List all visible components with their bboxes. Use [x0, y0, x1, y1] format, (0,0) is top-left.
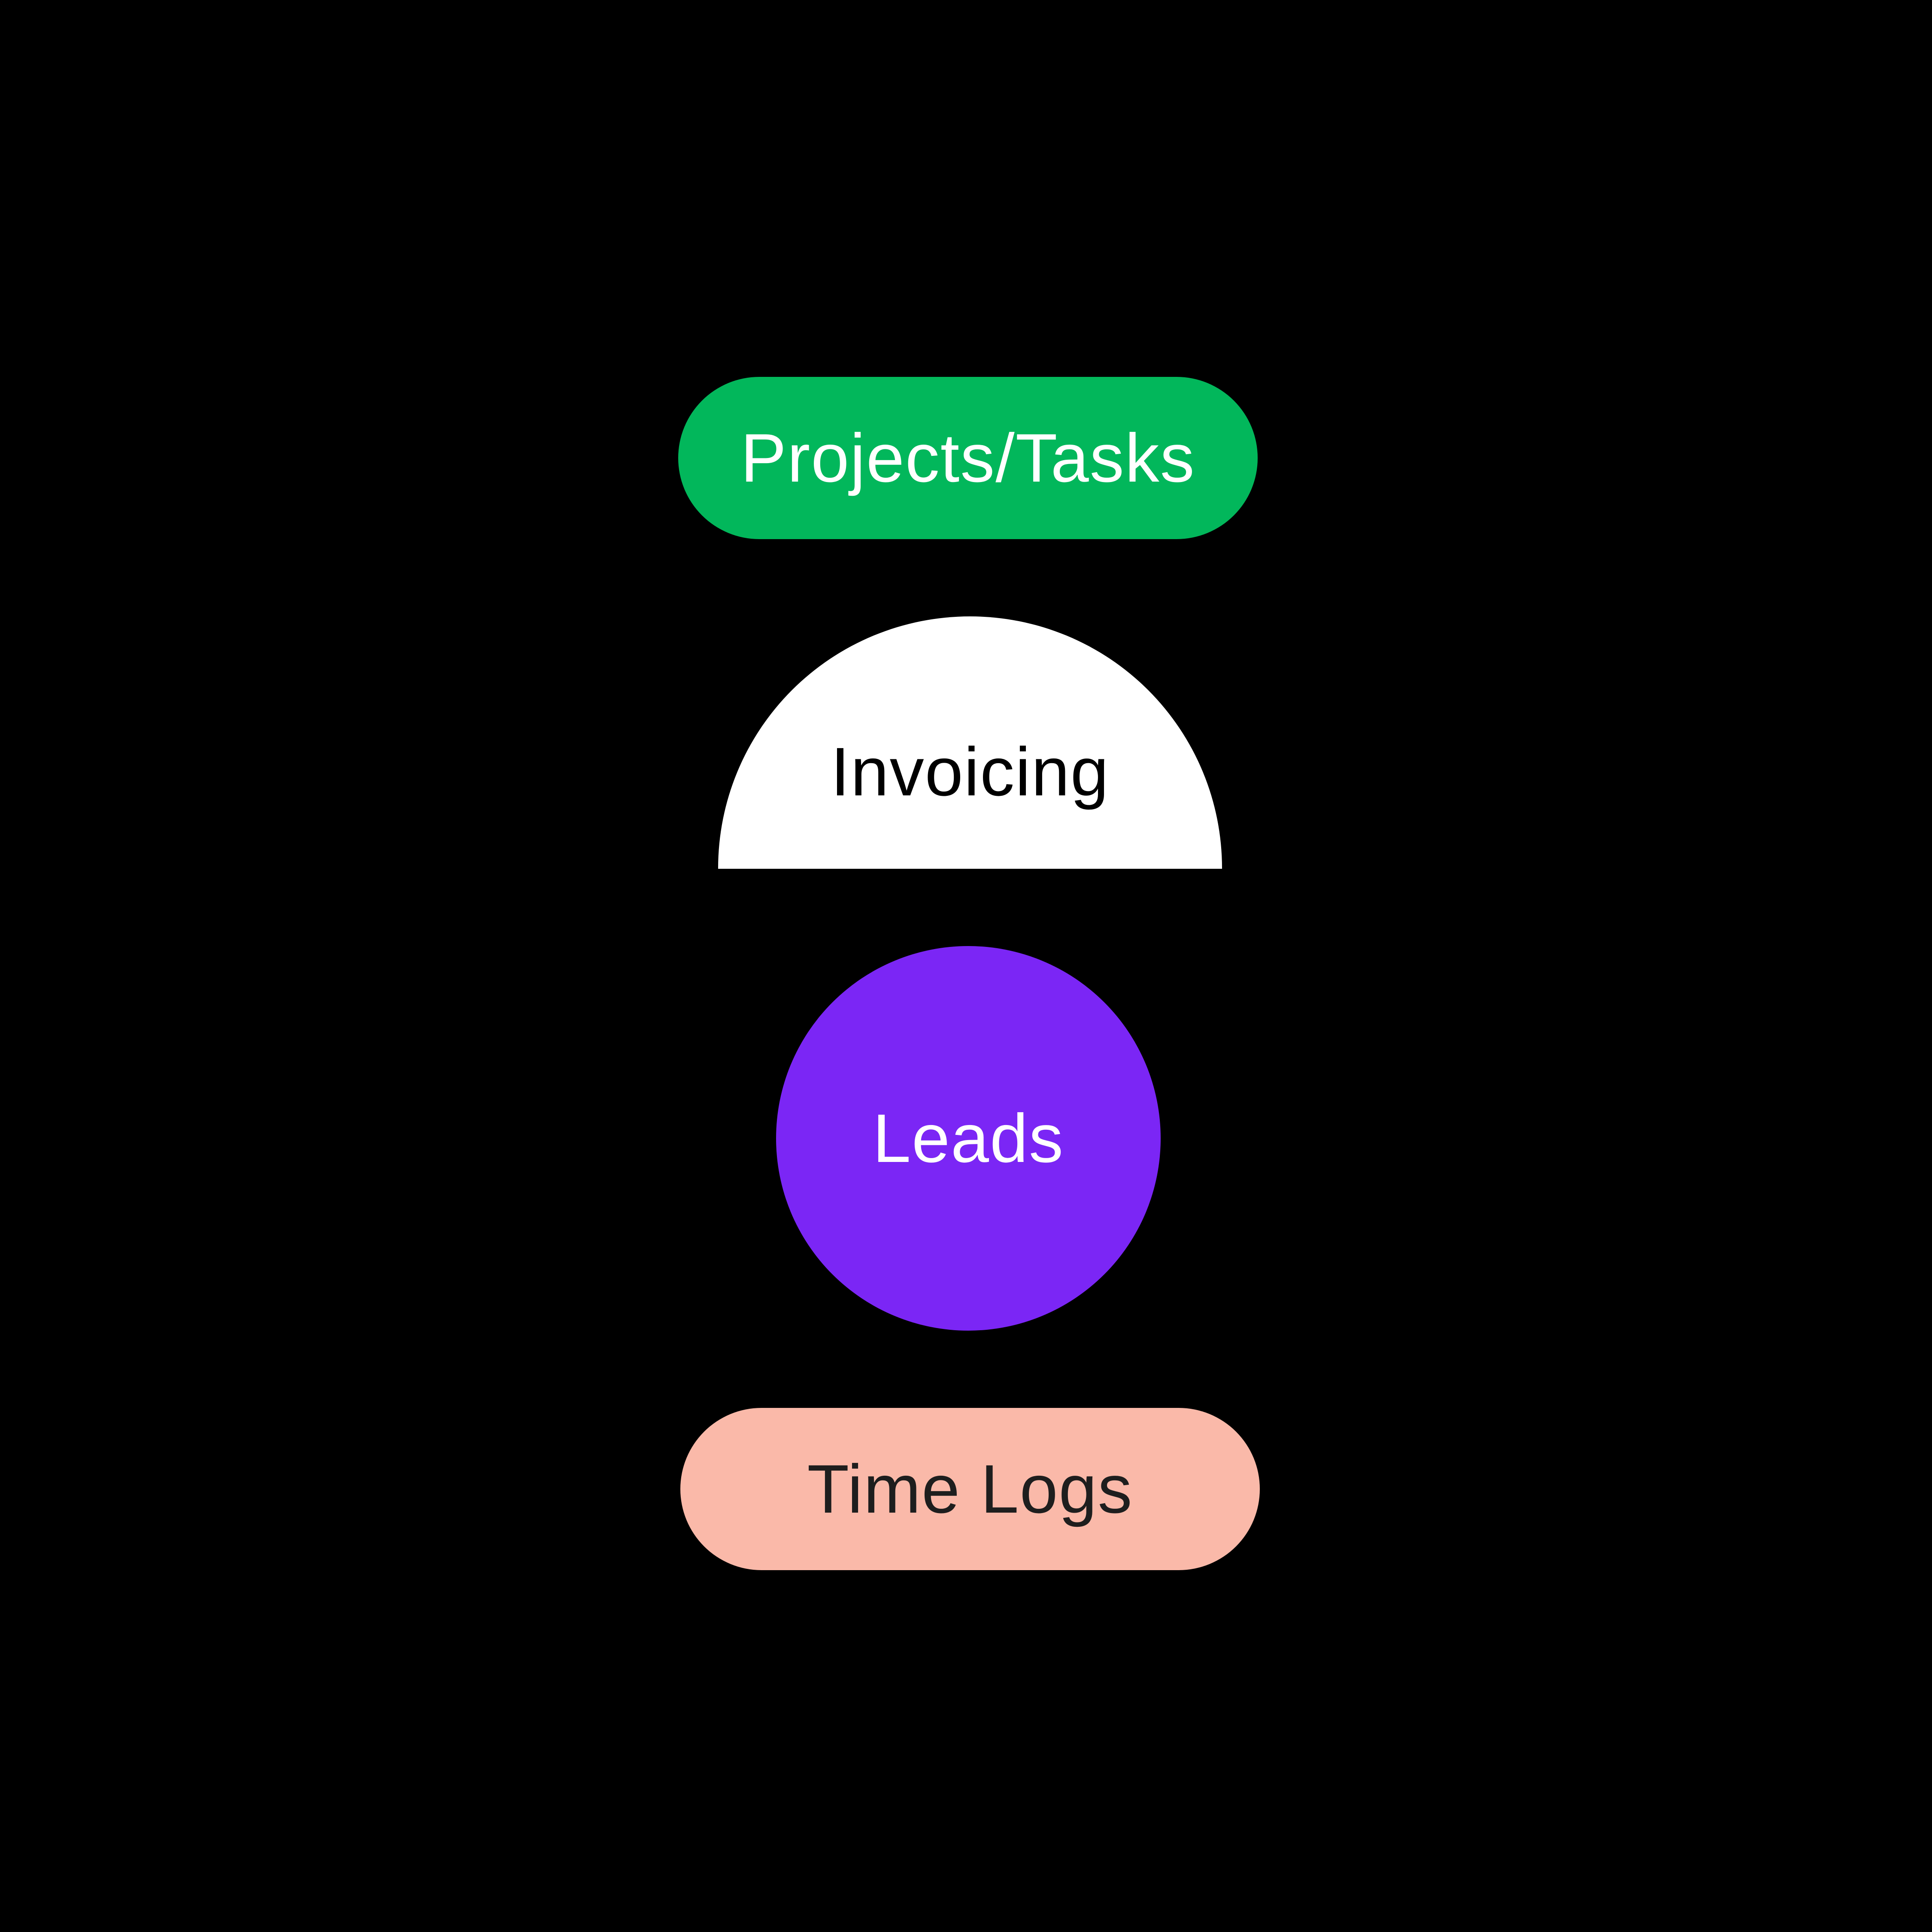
invoicing-label: Invoicing — [831, 733, 1110, 810]
leads-circle: Leads — [776, 946, 1161, 1331]
invoicing-semicircle: Invoicing — [718, 616, 1222, 869]
leads-label: Leads — [873, 1100, 1064, 1177]
time-logs-pill: Time Logs — [680, 1408, 1260, 1570]
projects-tasks-label: Projects/Tasks — [740, 419, 1195, 496]
time-logs-label: Time Logs — [807, 1450, 1133, 1527]
projects-tasks-pill: Projects/Tasks — [678, 377, 1258, 539]
